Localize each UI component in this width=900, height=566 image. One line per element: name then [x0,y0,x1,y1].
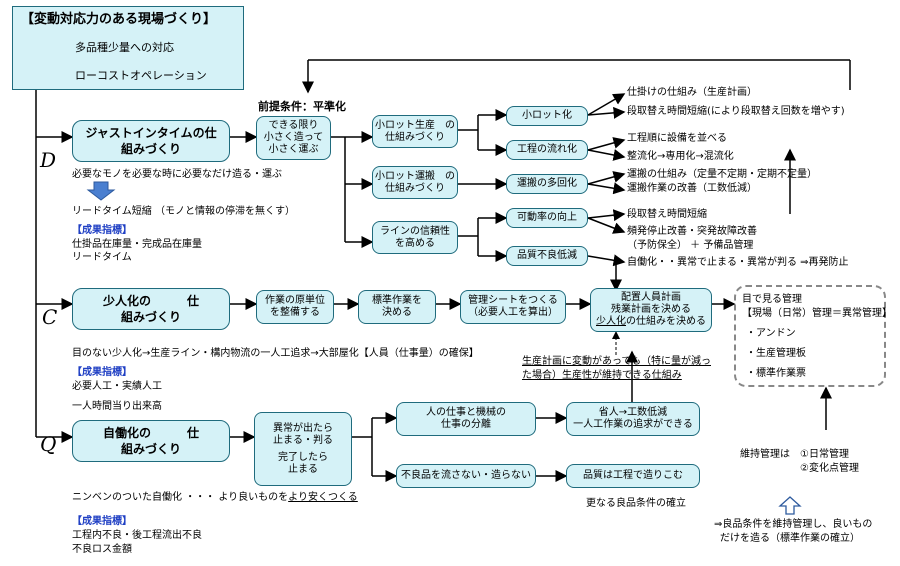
jit-mid3-box: ラインの信頼性を高める [372,221,458,254]
jit-r3-box: 運搬の多回化 [506,174,588,194]
jit-kpi-2: リードタイム [72,252,132,263]
jit-out-3: 工程順に設備を並べる [627,133,727,144]
jit-title-1: ジャストインタイムの仕 [85,126,217,140]
jit-small-box: できる限り小さく造って小さく運ぶ [256,116,331,160]
jit-note: 必要なモノを必要な時に必要なだけ造る・運ぶ [72,169,282,180]
jit-mid1-box: 小ロット生産 の仕組みづくり [372,115,458,148]
label-q: Q [40,432,57,456]
label-d: D [40,148,57,172]
label-c: C [42,305,58,329]
jit-mid2-box: 小ロット運搬 の仕組みづくり [372,166,458,199]
shojinka-kpi-title: 【成果指標】 [72,367,132,378]
jit-r4-box: 可動率の向上 [506,208,588,228]
premise-label: 前提条件：平準化 [258,100,346,113]
maintenance-label: 維持管理は [740,449,790,460]
jit-r1-box: 小ロット化 [506,106,588,126]
jidoka-main-box: 自働化の 仕組みづくり [72,420,230,462]
jit-kpi-title: 【成果指標】 [72,225,132,236]
bottom-note-1: ⇒良品条件を維持管理し、良いもの [714,519,873,530]
shojinka-main-box: 少人化の 仕組みづくり [72,288,230,330]
jit-main-box: ジャストインタイムの仕 組みづくり [72,120,230,162]
jit-out-6: 運搬作業の改善（工数低減） [627,183,757,194]
shojinka-plan-1: 生産計画に変動があっても（特に量が減っ [522,356,711,367]
visual-management-box: 目で見る管理 【現場（日常）管理＝異常管理】 ・アンドン ・生産管理板 ・標準作… [734,285,892,387]
shojinka-b1-box: 作業の原単位を整備する [256,290,334,324]
maintenance-2: ②変化点管理 [800,463,859,474]
jidoka-further: 更なる良品条件の確立 [586,498,686,509]
jit-out-9: （予防保全） ＋ 予備品管理 [627,240,754,251]
jidoka-r2-box: 品質は工程で造りこむ [566,464,700,488]
header-title: 【変動対応力のある現場づくり】 [21,12,217,27]
jit-r2-box: 工程の流れ化 [506,140,588,160]
jit-out-8: 頻発停止改善・突発故障改善 [627,226,757,237]
jit-out-10: 自働化・・異常で止まる・異常が判る ⇒再発防止 [627,257,849,268]
jit-kpi-1: 仕掛品在庫量・完成品在庫量 [72,239,202,250]
jidoka-m2-box: 不良品を流さない・造らない [396,464,536,488]
shojinka-b4-box: 配置人員計画 残業計画を決める 少人化の仕組みを決める [590,288,712,332]
jit-out-2: 段取替え時間短縮(により段取替え回数を増やす) [627,106,845,117]
jit-out-4: 整流化→専用化→混流化 [627,151,734,162]
jidoka-kpi-1: 工程内不良・後工程流出不良 [72,530,202,541]
shojinka-b3-box: 管理シートをつくる（必要人工を算出） [460,290,566,324]
jidoka-note: ニンベンのついた自働化 ・・・ より良いものをより安くつくる [72,492,358,503]
shojinka-b2-box: 標準作業を決める [358,290,436,324]
jidoka-r1-box: 省人→工数低減一人工作業の追求ができる [566,402,700,436]
shojinka-kpi-1: 必要人工・実績人工 [72,381,162,392]
jidoka-kpi-2: 不良ロス金額 [72,544,132,555]
jidoka-kpi-title: 【成果指標】 [72,516,132,527]
shojinka-b4-underline: 少人化 [596,316,626,327]
jidoka-m1-box: 人の仕事と機械の仕事の分離 [396,402,536,436]
header-box: 【変動対応力のある現場づくり】 多品種少量への対応 ローコストオペレーション [12,6,244,90]
jit-out-1: 仕掛けの仕組み（生産計画） [627,87,757,98]
jidoka-left-box: 異常が出たら止まる・判る 完了したら止まる [254,412,352,486]
maintenance-1: ①日常管理 [800,449,849,460]
jit-leadtime: リードタイム短縮 （モノと情報の停滞を無くす） [72,206,295,217]
shojinka-kpi-2: 一人時間当り出来高 [72,401,162,412]
header-line2: ローコストオペレーション [75,69,207,82]
shojinka-plan-2: た場合）生産性が維持できる仕組み [522,370,682,381]
shojinka-note: 目のない少人化→生産ライン・構内物流の一人工追求→大部屋化【人員（仕事量）の確保… [72,348,479,359]
jit-title-2: 組みづくり [120,142,181,156]
header-line1: 多品種少量への対応 [75,41,174,54]
jit-r5-box: 品質不良低減 [506,246,588,266]
jit-out-7: 段取替え時間短縮 [627,209,707,220]
jit-out-5: 運搬の仕組み（定量不定期・定期不定量） [627,169,817,180]
bottom-note-2: だけを造る（標準作業の確立） [720,533,860,544]
